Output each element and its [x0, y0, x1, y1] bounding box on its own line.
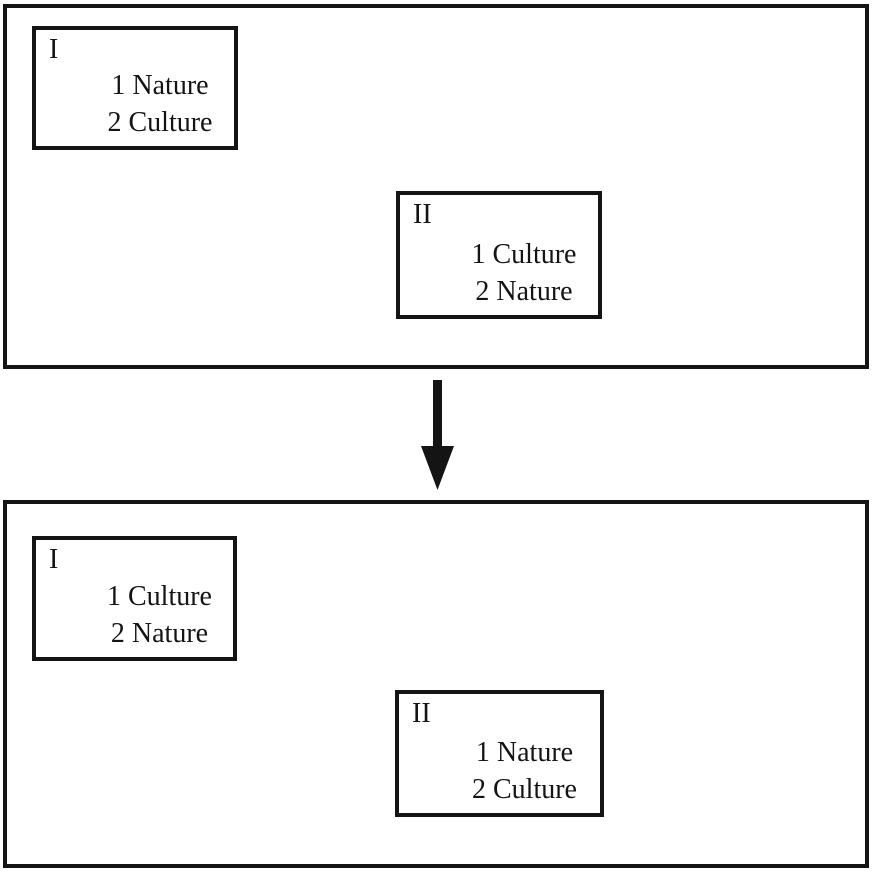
box-label: II	[413, 199, 432, 230]
bottom-panel-box-ii: II 1 Nature 2 Culture	[395, 690, 604, 817]
box-item: 1 Culture	[471, 239, 577, 270]
box-item: 2 Culture	[472, 774, 577, 805]
box-item: 2 Nature	[475, 276, 573, 307]
box-item: 1 Nature	[111, 70, 209, 101]
box-items: 1 Culture 2 Nature	[400, 236, 598, 310]
box-label: I	[49, 34, 59, 65]
box-items: 1 Nature 2 Culture	[399, 734, 600, 808]
down-arrow-icon	[417, 380, 458, 492]
bottom-panel-box-i: I 1 Culture 2 Nature	[32, 536, 237, 661]
box-label: I	[49, 544, 59, 575]
box-items: 1 Nature 2 Culture	[36, 67, 234, 141]
top-panel-box-i: I 1 Nature 2 Culture	[32, 26, 238, 150]
top-panel: I 1 Nature 2 Culture II 1 Culture 2 Natu…	[3, 4, 869, 369]
box-items: 1 Culture 2 Nature	[36, 578, 233, 652]
box-label: II	[412, 698, 431, 729]
box-item: 1 Culture	[107, 581, 212, 612]
box-item: 1 Nature	[475, 737, 574, 768]
box-item: 2 Culture	[107, 107, 213, 138]
top-panel-box-ii: II 1 Culture 2 Nature	[396, 191, 602, 319]
bottom-panel: I 1 Culture 2 Nature II 1 Nature 2 Cultu…	[3, 500, 869, 868]
box-item: 2 Nature	[110, 618, 209, 649]
